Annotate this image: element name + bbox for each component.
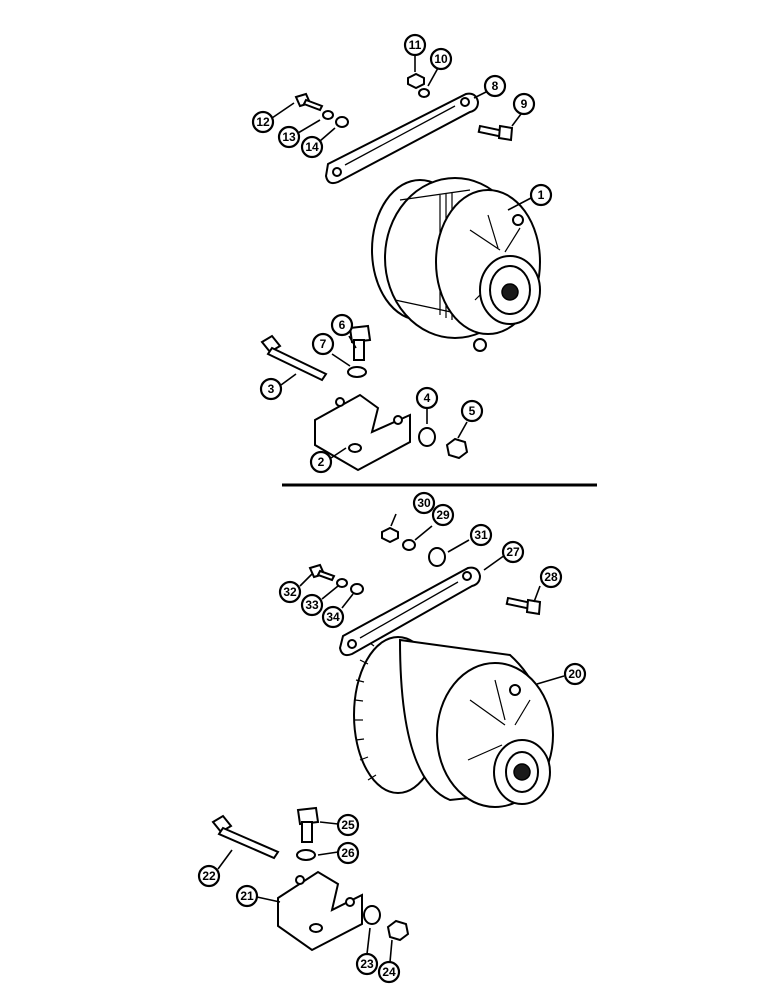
svg-text:22: 22: [202, 869, 216, 883]
callout-30: 30: [412, 491, 436, 515]
svg-text:2: 2: [318, 455, 325, 469]
callout-7: 7: [311, 332, 335, 356]
bolt-lower-22: [211, 814, 280, 860]
svg-text:34: 34: [326, 610, 340, 624]
callout-28: 28: [539, 565, 563, 589]
nut-upper-11: [407, 72, 425, 90]
callout-23: 23: [355, 952, 379, 976]
callout-1: 1: [529, 183, 553, 207]
callout-24: 24: [377, 960, 401, 984]
bolt-upper-6: [348, 324, 372, 361]
svg-text:9: 9: [521, 97, 528, 111]
alternator-lower: [353, 636, 554, 808]
nut-lower-30: [381, 526, 399, 544]
svg-text:14: 14: [305, 140, 319, 154]
svg-text:33: 33: [305, 598, 319, 612]
bolt-lower-32: [308, 563, 336, 582]
callout-25: 25: [336, 813, 360, 837]
svg-text:27: 27: [506, 545, 520, 559]
callout-9: 9: [512, 92, 536, 116]
alternator-upper: [371, 177, 541, 352]
washer-lower-34: [350, 583, 364, 595]
adjusting-strap-lower: [338, 566, 482, 657]
svg-text:1: 1: [538, 188, 545, 202]
callout-5: 5: [460, 399, 484, 423]
callout-11: 11: [403, 33, 427, 57]
callout-34: 34: [321, 605, 345, 629]
callout-4: 4: [415, 386, 439, 410]
callout-3: 3: [259, 377, 283, 401]
callout-27: 27: [501, 540, 525, 564]
callout-22: 22: [197, 864, 221, 888]
adjusting-strap-upper: [324, 92, 480, 185]
washer-upper-7: [347, 366, 367, 378]
washer-lower-23: [363, 905, 381, 925]
bracket-lower-21: [277, 870, 363, 952]
svg-text:6: 6: [339, 318, 346, 332]
svg-text:12: 12: [256, 115, 270, 129]
callout-6: 6: [330, 313, 354, 337]
washer-lower-33: [336, 578, 348, 588]
svg-text:23: 23: [360, 957, 374, 971]
svg-text:10: 10: [434, 52, 448, 66]
svg-text:21: 21: [240, 889, 254, 903]
svg-text:5: 5: [469, 404, 476, 418]
callout-10: 10: [429, 47, 453, 71]
washer-lower-29: [402, 539, 416, 551]
svg-text:8: 8: [492, 79, 499, 93]
svg-text:30: 30: [417, 496, 431, 510]
washer-upper-4: [418, 427, 436, 447]
bolt-lower-25: [296, 806, 320, 843]
callout-8: 8: [483, 74, 507, 98]
bolt-upper-9: [477, 124, 514, 142]
callout-32: 32: [278, 580, 302, 604]
bracket-upper-2: [314, 393, 411, 472]
bolt-upper-12: [294, 92, 324, 112]
leader-lines: [217, 55, 565, 963]
svg-text:29: 29: [436, 508, 450, 522]
callout-13: 13: [277, 125, 301, 149]
washer-upper-10: [418, 88, 430, 98]
callout-21: 21: [235, 884, 259, 908]
callout-14: 14: [300, 135, 324, 159]
nut-upper-5: [445, 437, 469, 460]
svg-text:31: 31: [474, 528, 488, 542]
washer-lower-26: [296, 849, 316, 861]
callout-29: 29: [431, 503, 455, 527]
nut-lower-24: [386, 919, 410, 942]
callout-2: 2: [309, 450, 333, 474]
callout-26: 26: [336, 841, 360, 865]
svg-text:13: 13: [282, 130, 296, 144]
svg-text:4: 4: [424, 391, 431, 405]
svg-text:20: 20: [568, 667, 582, 681]
svg-text:32: 32: [283, 585, 297, 599]
svg-text:24: 24: [382, 965, 396, 979]
callout-12: 12: [251, 110, 275, 134]
svg-text:26: 26: [341, 846, 355, 860]
bolt-lower-28: [505, 596, 542, 616]
svg-text:7: 7: [320, 337, 327, 351]
washer-upper-13: [322, 110, 334, 120]
bolt-upper-3: [260, 334, 328, 382]
spacer-lower-31: [428, 547, 446, 567]
svg-text:28: 28: [544, 570, 558, 584]
callout-20: 20: [563, 662, 587, 686]
callout-33: 33: [300, 593, 324, 617]
svg-text:3: 3: [268, 382, 275, 396]
svg-text:11: 11: [409, 38, 422, 52]
callout-31: 31: [469, 523, 493, 547]
washer-upper-14: [335, 116, 349, 128]
svg-text:25: 25: [341, 818, 355, 832]
